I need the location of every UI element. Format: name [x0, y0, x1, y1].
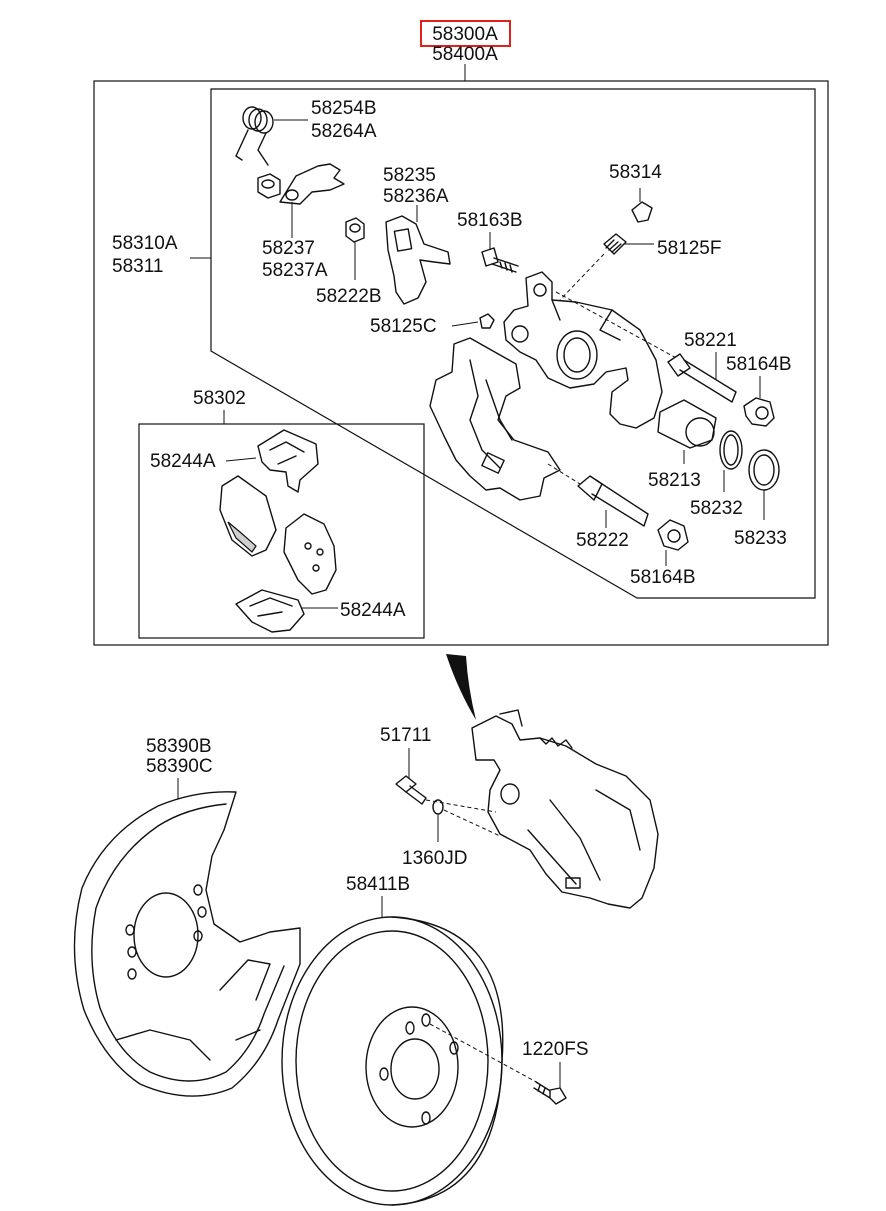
label-58302[interactable]: 58302 [193, 388, 246, 409]
spring-part [235, 106, 274, 166]
label-58164B-upper[interactable]: 58164B [726, 354, 792, 375]
shim-lower-part [235, 589, 305, 633]
assembly-frame [93, 80, 829, 646]
label-58213[interactable]: 58213 [648, 470, 701, 491]
boot-upper-part [743, 397, 775, 427]
label-58222[interactable]: 58222 [576, 530, 629, 551]
label-58221[interactable]: 58221 [684, 330, 737, 351]
label-58411B[interactable]: 58411B [346, 874, 410, 895]
label-58400A[interactable]: 58400A [432, 44, 498, 65]
label-58254B[interactable]: 58254B [311, 98, 377, 119]
label-58232[interactable]: 58232 [690, 498, 743, 519]
pointer-arrow [446, 654, 476, 720]
bushing-part [345, 217, 365, 243]
bolt-part [481, 247, 519, 273]
label-58163B[interactable]: 58163B [457, 210, 523, 231]
label-51711[interactable]: 51711 [380, 725, 431, 746]
label-58390C[interactable]: 58390C [146, 756, 213, 777]
highlight-box [420, 20, 511, 47]
piston-seal-part [719, 430, 743, 470]
label-58264A[interactable]: 58264A [311, 121, 377, 142]
shim-upper-part [257, 429, 319, 493]
boot-lower-part [657, 519, 689, 551]
caliper-housing [503, 271, 663, 429]
mount-bolt-part [395, 775, 427, 805]
piston-part [657, 399, 717, 449]
label-58244A-lower[interactable]: 58244A [340, 600, 406, 621]
brake-disc-part [281, 916, 504, 1206]
bracket-part [385, 215, 451, 305]
label-58311[interactable]: 58311 [112, 256, 163, 277]
label-58125F[interactable]: 58125F [657, 238, 721, 259]
caliper-frame [210, 88, 816, 599]
label-58300A[interactable]: 58300A [432, 24, 498, 45]
guide-pin-upper-part [667, 353, 737, 403]
label-58237A[interactable]: 58237A [262, 260, 328, 281]
label-58233[interactable]: 58233 [734, 528, 787, 549]
guide-pin-lower-part [577, 475, 649, 527]
label-58222B[interactable]: 58222B [316, 286, 382, 307]
label-1360JD[interactable]: 1360JD [402, 848, 468, 869]
label-58235[interactable]: 58235 [383, 165, 436, 186]
pad-kit-frame [138, 423, 425, 639]
brake-pad-part [219, 475, 337, 595]
label-58310A[interactable]: 58310A [112, 233, 178, 254]
label-58236A[interactable]: 58236A [383, 186, 449, 207]
label-1220FS[interactable]: 1220FS [522, 1039, 589, 1060]
assembled-caliper [471, 709, 659, 909]
label-58164B-lower[interactable]: 58164B [630, 567, 696, 588]
label-58390B[interactable]: 58390B [146, 736, 212, 757]
clip-part [279, 163, 345, 205]
bleeder-part [603, 233, 627, 255]
label-58244A-upper[interactable]: 58244A [150, 451, 216, 472]
label-58125C[interactable]: 58125C [370, 316, 437, 337]
dust-shield-part [73, 791, 301, 1097]
disc-screw-part [533, 1081, 567, 1105]
washer-part [432, 799, 444, 815]
cap-part [631, 201, 653, 223]
caliper-carrier [429, 337, 561, 501]
label-58314[interactable]: 58314 [609, 162, 662, 183]
nut-part [257, 173, 281, 199]
small-bleeder-part [479, 313, 495, 329]
label-58237[interactable]: 58237 [262, 238, 315, 259]
